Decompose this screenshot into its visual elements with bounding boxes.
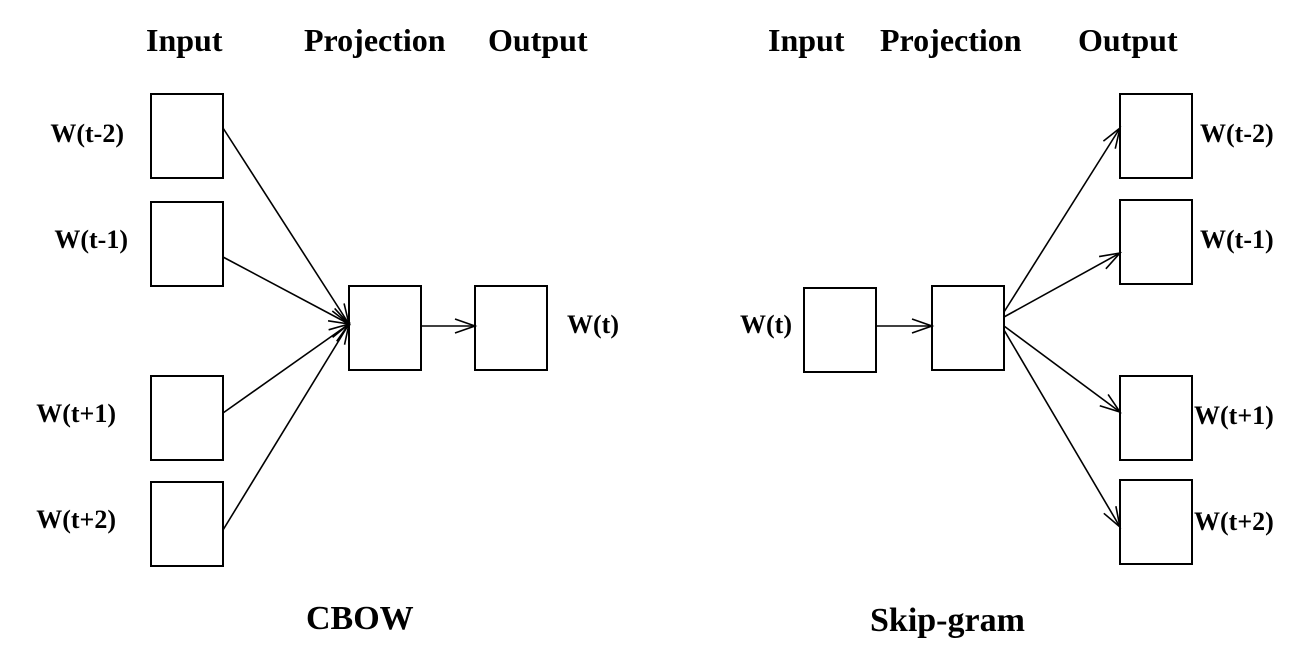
cbow-panel: Input Projection Output W(t-2) W(t-1) W(… (36, 22, 619, 637)
skipgram-output-arrow (1003, 251, 1123, 318)
cbow-output-label: W(t) (567, 310, 619, 339)
cbow-projection-box (348, 285, 422, 371)
skipgram-projection-header: Projection (880, 22, 1022, 58)
skipgram-caption: Skip-gram (870, 602, 1025, 639)
skipgram-output-label: W(t-1) (1200, 225, 1274, 254)
skipgram-output-box (1119, 199, 1193, 285)
cbow-input-box (150, 93, 224, 179)
cbow-input-label: W(t+1) (36, 399, 116, 428)
skipgram-output-box (1119, 93, 1193, 179)
cbow-output-header: Output (488, 22, 588, 58)
cbow-input-box (150, 201, 224, 287)
cbow-input-box (150, 375, 224, 461)
cbow-input-arrow (222, 256, 352, 326)
skipgram-output-label: W(t+1) (1194, 401, 1274, 430)
skipgram-projection-box (931, 285, 1005, 371)
cbow-input-header: Input (146, 22, 223, 58)
cbow-input-arrow (222, 127, 351, 327)
cbow-input-label: W(t+2) (36, 505, 116, 534)
skipgram-panel: Input Projection Output W(t) W(t-2) W(t-… (740, 22, 1274, 639)
cbow-input-box (150, 481, 224, 567)
skipgram-output-arrow (1003, 125, 1122, 313)
skipgram-input-box (803, 287, 877, 373)
cbow-caption: CBOW (306, 600, 414, 637)
skipgram-input-label: W(t) (740, 310, 792, 339)
skipgram-output-label: W(t+2) (1194, 507, 1274, 536)
skipgram-output-label: W(t-2) (1200, 119, 1274, 148)
skipgram-output-header: Output (1078, 22, 1178, 58)
cbow-input-arrow (222, 322, 351, 414)
cbow-input-label: W(t-2) (50, 119, 124, 148)
skipgram-output-box (1119, 479, 1193, 565)
skipgram-output-box (1119, 375, 1193, 461)
cbow-output-box (474, 285, 548, 371)
skipgram-input-header: Input (768, 22, 845, 58)
cbow-projection-header: Projection (304, 22, 446, 58)
cbow-input-label: W(t-1) (54, 225, 128, 254)
skipgram-output-arrow (1003, 325, 1122, 414)
cbow-input-arrow (222, 321, 351, 531)
skipgram-output-arrow (1003, 329, 1122, 530)
